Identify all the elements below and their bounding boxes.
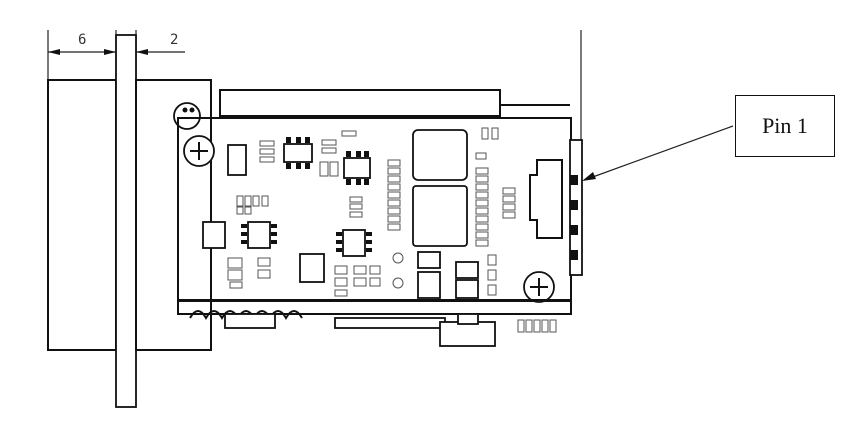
dim-label-2: 2 <box>170 32 178 48</box>
main-ic <box>412 185 468 247</box>
top-module <box>219 89 501 117</box>
dim-label-6: 6 <box>78 32 86 48</box>
bottom-connector <box>439 321 496 347</box>
screw-hole-left <box>183 135 215 167</box>
board-connector <box>529 159 563 239</box>
pin1-callout-label: Pin 1 <box>735 95 835 157</box>
bottom-components <box>177 299 572 347</box>
mounting-flange <box>115 34 137 408</box>
pin-header-edge <box>569 139 583 276</box>
pad <box>299 253 325 283</box>
capacitor <box>227 144 247 176</box>
connector-rear <box>135 79 212 351</box>
ic-sot-1 <box>283 137 313 169</box>
bottom-coils <box>189 310 303 321</box>
pcb-components <box>202 127 563 299</box>
inductor <box>412 129 468 181</box>
ic-sot-3 <box>241 221 277 249</box>
pad <box>202 221 226 249</box>
ic-sot-2 <box>343 151 371 185</box>
connector-housing <box>47 34 212 408</box>
screw-hole-right <box>523 271 555 303</box>
arrowhead <box>104 49 116 55</box>
pin1-callout-leader <box>582 125 734 181</box>
arrowhead <box>136 49 148 55</box>
arrowhead <box>48 49 60 55</box>
ic-sot-4 <box>336 229 372 257</box>
connector-body <box>47 79 117 351</box>
